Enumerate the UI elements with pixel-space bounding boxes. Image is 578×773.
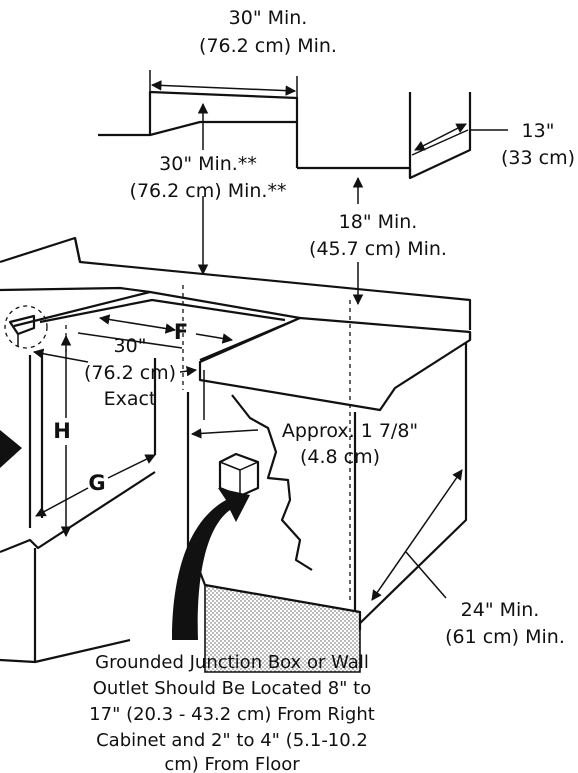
counter-depth-arrow: [371, 469, 463, 601]
f-dimension: [77, 332, 183, 349]
cutout-width-label-cm: (76.2 cm): [84, 362, 176, 384]
letter-g-label: G: [88, 471, 105, 495]
detail-circle: [4, 305, 48, 349]
counter-depth-label-cm: (61 cm) Min.: [445, 626, 565, 648]
cutout-width-arrow-right: [179, 365, 198, 377]
upper-depth-label-in: 13": [522, 120, 555, 142]
setback-arrow: [190, 428, 259, 439]
cutout-arrow-left: [98, 314, 177, 334]
note-line: Outlet Should Be Located 8" to: [93, 678, 372, 699]
note-line: Grounded Junction Box or Wall: [95, 652, 369, 673]
letter-f-label: F: [174, 320, 188, 344]
junction-box-note: Grounded Junction Box or Wall Outlet Sho…: [89, 652, 375, 773]
side-clearance-label-in: 18" Min.: [339, 211, 418, 233]
left-direction-arrow: [0, 430, 22, 468]
upper-width-label-cm: (76.2 cm) Min.: [199, 35, 337, 57]
upper-width-label-in: 30" Min.: [229, 7, 308, 29]
note-line: 17" (20.3 - 43.2 cm) From Right: [89, 704, 375, 725]
junction-box: [218, 452, 260, 498]
counter-depth-label-in: 24" Min.: [461, 599, 540, 621]
side-clearance-label-cm: (45.7 cm) Min.: [309, 238, 447, 260]
setback-label-in: Approx. 1 7/8": [282, 420, 418, 442]
junction-box-pointer-arrow: [172, 488, 250, 640]
upper-cabinets: [98, 90, 472, 180]
clearance-label-in: 30" Min.**: [159, 153, 257, 175]
clearance-label-cm: (76.2 cm) Min.**: [130, 180, 287, 202]
cutout-width-exact-label: Exact: [104, 388, 157, 410]
setback-label-cm: (4.8 cm): [300, 446, 380, 468]
cutout-width-arrow-left: [32, 348, 89, 363]
letter-h-label: H: [53, 419, 71, 443]
g-arrow-left: [35, 487, 89, 517]
g-arrow-right: [107, 454, 156, 479]
upper-depth-label-cm: (33 cm): [501, 147, 575, 169]
note-line: Cabinet and 2" to 4" (5.1-10.2: [96, 730, 368, 751]
base-cabinets: [0, 236, 472, 673]
cutout-arrow-right: [195, 333, 234, 344]
upper-depth-dimension: [414, 123, 467, 151]
cutout-width-label-in: 30": [114, 335, 147, 357]
upper-width-dimension: [150, 80, 297, 96]
note-line: cm) From Floor: [164, 754, 300, 773]
